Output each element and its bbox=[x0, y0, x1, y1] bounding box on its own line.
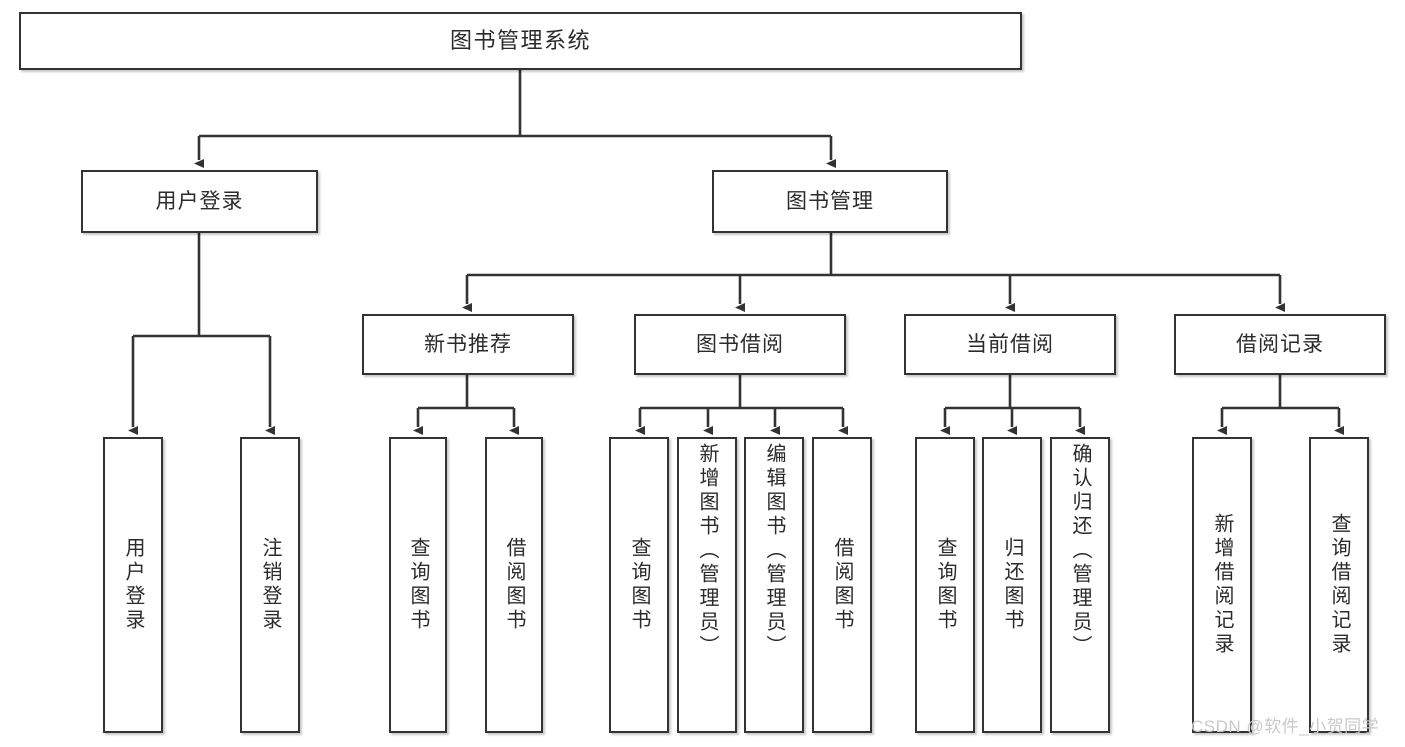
leaf-current-borrow-query-book[interactable]: 查询图书 bbox=[915, 437, 975, 733]
leaf-book-borrow-query-book[interactable]: 查询图书 bbox=[609, 437, 669, 733]
node-label: 图书管理 bbox=[786, 189, 874, 213]
leaf-new-book-query-book[interactable]: 查询图书 bbox=[389, 437, 447, 733]
node-label: 用户登录 bbox=[155, 189, 244, 213]
leaf-user-login-login[interactable]: 用户登录 bbox=[103, 437, 163, 733]
node-label: 新增借阅记录 bbox=[1211, 513, 1233, 657]
node-borrow-record[interactable]: 借阅记录 bbox=[1174, 314, 1386, 375]
node-book-borrow[interactable]: 图书借阅 bbox=[634, 314, 846, 375]
node-label: 查询图书 bbox=[934, 537, 956, 633]
node-label: 借阅记录 bbox=[1236, 332, 1324, 356]
node-label: 当前借阅 bbox=[966, 332, 1054, 356]
node-label: 注销登录 bbox=[259, 537, 281, 633]
leaf-book-borrow-add-book-admin[interactable]: 新增图书（管理员） bbox=[677, 437, 737, 733]
node-label: 新增图书（管理员） bbox=[696, 443, 718, 659]
node-label: 借阅图书 bbox=[831, 537, 853, 633]
node-label: 用户登录 bbox=[122, 537, 144, 633]
csdn-watermark: CSDN @软件_小贺同学 bbox=[1191, 717, 1380, 736]
node-label: 查询图书 bbox=[628, 537, 650, 633]
node-label: 确认归还（管理员） bbox=[1069, 443, 1091, 659]
node-label: 归还图书 bbox=[1001, 537, 1023, 633]
node-label: 查询图书 bbox=[407, 537, 429, 633]
leaf-user-login-logout[interactable]: 注销登录 bbox=[240, 437, 300, 733]
leaf-borrow-record-query-record[interactable]: 查询借阅记录 bbox=[1309, 437, 1369, 733]
node-new-book-recommend[interactable]: 新书推荐 bbox=[362, 314, 574, 375]
node-label: 新书推荐 bbox=[424, 332, 512, 356]
leaf-borrow-record-add-record[interactable]: 新增借阅记录 bbox=[1192, 437, 1252, 733]
node-label: 图书借阅 bbox=[696, 332, 784, 356]
leaf-new-book-borrow-book[interactable]: 借阅图书 bbox=[485, 437, 543, 733]
node-user-login[interactable]: 用户登录 bbox=[81, 170, 318, 233]
node-book-management[interactable]: 图书管理 bbox=[712, 170, 948, 233]
node-root-book-management-system[interactable]: 图书管理系统 bbox=[19, 12, 1022, 70]
leaf-current-borrow-return-book[interactable]: 归还图书 bbox=[982, 437, 1042, 733]
leaf-book-borrow-borrow-book[interactable]: 借阅图书 bbox=[812, 437, 872, 733]
leaf-book-borrow-edit-book-admin[interactable]: 编辑图书（管理员） bbox=[744, 437, 804, 733]
leaf-current-borrow-confirm-return-admin[interactable]: 确认归还（管理员） bbox=[1050, 437, 1110, 733]
node-label: 借阅图书 bbox=[503, 537, 525, 633]
node-label: 查询借阅记录 bbox=[1328, 513, 1350, 657]
node-current-borrow[interactable]: 当前借阅 bbox=[904, 314, 1116, 375]
node-label: 图书管理系统 bbox=[449, 27, 591, 53]
node-label: 编辑图书（管理员） bbox=[763, 443, 785, 659]
